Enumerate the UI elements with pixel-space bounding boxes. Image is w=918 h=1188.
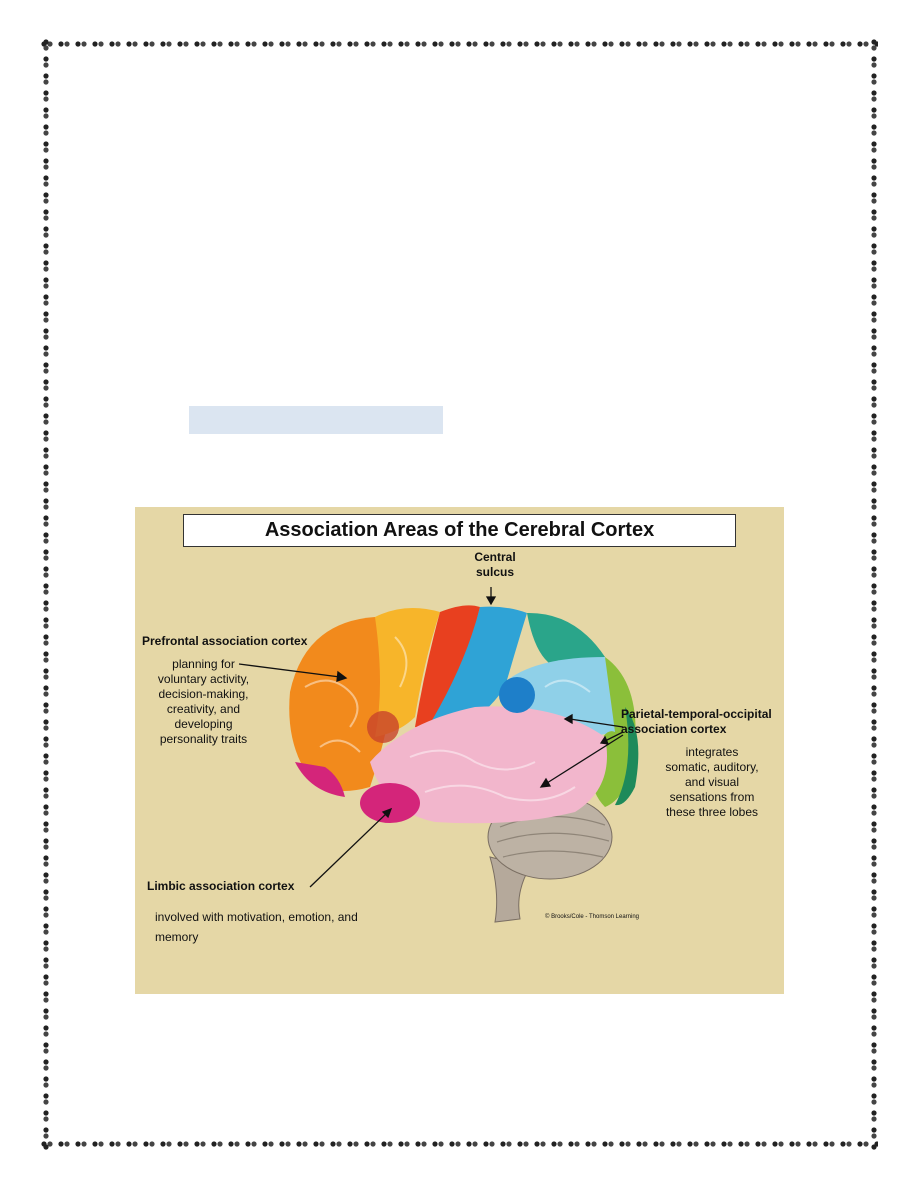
page-border-bottom <box>40 1138 878 1150</box>
prefrontal-description: planning for voluntary activity, decisio… <box>157 657 250 746</box>
parietal-description: integrates somatic, auditory, and visual… <box>665 745 759 819</box>
figure-title-box: Association Areas of the Cerebral Cortex <box>183 514 736 547</box>
prefrontal-title: Prefrontal association cortex <box>142 634 308 648</box>
parietal-title: Parietal-temporal-occipital association … <box>621 707 772 736</box>
figure-title: Association Areas of the Cerebral Cortex <box>264 519 655 541</box>
brain-illustration <box>238 587 639 923</box>
limbic-description: involved with motivation, emotion, and m… <box>155 910 358 944</box>
copyright-credit: © Brooks/Cole - Thomson Learning <box>545 914 640 920</box>
page-border-left <box>40 38 52 1150</box>
page-border-top <box>40 38 878 50</box>
brain-figure: Association Areas of the Cerebral Cortex… <box>135 507 784 994</box>
central-sulcus-label: Central sulcus <box>474 550 516 579</box>
page-border-right <box>868 38 880 1150</box>
highlight-box <box>189 406 443 434</box>
limbic-title: Limbic association cortex <box>147 879 295 893</box>
